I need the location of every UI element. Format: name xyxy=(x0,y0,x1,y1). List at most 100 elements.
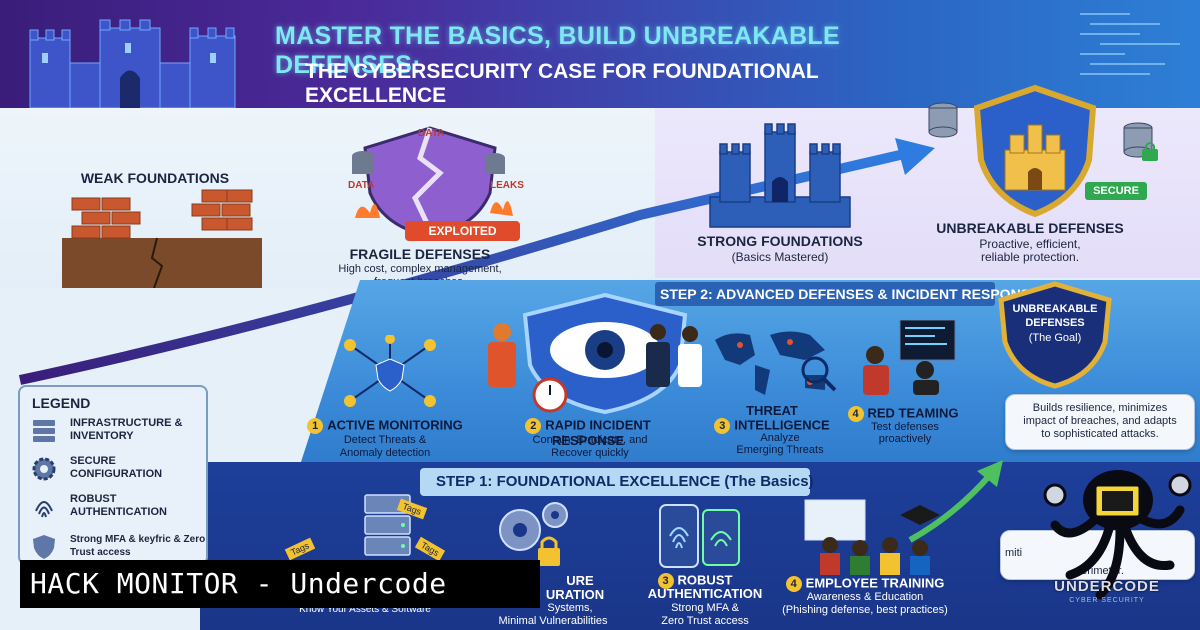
eye-shield-icon xyxy=(522,292,688,415)
unbreakable-defenses-desc: Proactive, efficient, xyxy=(979,237,1081,251)
legend-item-label: INFRASTRUCTURE & INVENTORY xyxy=(70,417,183,442)
step1-item-title: ROBUST xyxy=(677,572,733,588)
step2-item-3-desc: Analyze xyxy=(760,432,800,444)
fingerprint-icon xyxy=(35,501,53,518)
number-badge: 2 xyxy=(525,418,542,434)
step2-item-2-desc: Contain, Eradicate, and xyxy=(532,434,648,446)
code-lines-decoration xyxy=(1080,13,1180,75)
undercode-logo-sub: CYBER SECURITY xyxy=(1069,597,1145,604)
shield-icon xyxy=(33,535,55,559)
step2-item-3-desc: Emerging Threats xyxy=(736,444,824,456)
server-icon xyxy=(33,420,55,442)
goal-shield-icon xyxy=(998,281,1112,389)
goal-callout xyxy=(1005,394,1195,450)
step1-item-4-desc: Awareness & Education xyxy=(806,591,924,603)
step2-item-title: INTELLIGENCE xyxy=(734,417,830,433)
gears-lock-icon xyxy=(499,502,568,566)
strong-foundations-label: STRONG FOUNDATIONS xyxy=(697,233,863,249)
fragile-defenses-label: FRAGILE DEFENSES xyxy=(349,246,491,262)
exploited-badge: EXPLOITED xyxy=(405,221,520,241)
goal-title: DEFENSES xyxy=(1025,317,1085,329)
step1-item-title: EMPLOYEE TRAINING xyxy=(805,575,945,591)
legend-item: ROBUST AUTHENTICATION xyxy=(30,493,205,523)
unbreakable-defenses-desc: reliable protection. xyxy=(980,250,1080,264)
strong-foundations-desc: (Basics Mastered) xyxy=(731,250,829,264)
mitigation-callout-text: miti xyxy=(1005,547,1023,559)
legend-title: LEGEND xyxy=(32,395,91,411)
step1-item-3-desc: Zero Trust access xyxy=(661,615,749,627)
step2-item-title: RED TEAMING xyxy=(867,405,959,421)
number-badge: 3 xyxy=(657,573,674,589)
goal-sub: (The Goal) xyxy=(1028,332,1082,344)
progress-arrow-icon xyxy=(18,138,935,385)
step2-item-1-desc: Anomaly detection xyxy=(339,447,431,459)
leaks-tag: LEAKS xyxy=(490,180,524,191)
legend-item: Strong MFA & keyfric & Zero Trust access xyxy=(30,533,205,563)
step1-item-2-desc: Systems, xyxy=(547,602,593,614)
secure-badge: SECURE xyxy=(1085,182,1147,200)
legend-item-label: Strong MFA & keyfric & Zero Trust access xyxy=(70,534,206,558)
legend-item: INFRASTRUCTURE & INVENTORY xyxy=(30,417,205,447)
lock-icon xyxy=(1142,142,1158,161)
step1-item-2-desc: Minimal Vulnerabilities xyxy=(498,615,608,627)
legend-item: SECURE CONFIGURATION xyxy=(30,455,205,485)
gear-icon xyxy=(32,457,56,481)
step2-item-title: RAPID INCIDENT RESPONSE xyxy=(545,417,651,448)
number-badge: 1 xyxy=(307,418,324,434)
broken-wall-icon xyxy=(62,189,262,288)
data-tag: DATA xyxy=(348,180,375,191)
data-tag: DATA xyxy=(418,128,445,139)
world-map-icon xyxy=(715,331,837,395)
hack-monitor-text: HACK MONITOR - Undercode xyxy=(30,567,447,600)
growth-arrow-icon xyxy=(908,460,1003,543)
step1-item-1-title: Know Your Assets & Software xyxy=(299,604,431,615)
step1-item-3-desc: Strong MFA & xyxy=(671,602,739,614)
undercode-logo-text: UNDERCODE xyxy=(1054,578,1160,595)
weak-foundations-label: WEAK FOUNDATIONS xyxy=(80,170,230,186)
network-monitoring-icon xyxy=(344,335,436,407)
golden-shield-castle-icon xyxy=(973,84,1097,218)
page-subtitle: THE CYBERSECURITY CASE FOR FOUNDATIONAL … xyxy=(305,60,819,107)
step2-item-4-desc: proactively xyxy=(878,433,932,445)
step2-item-4-desc: Test defenses xyxy=(871,421,939,433)
analysts-icon xyxy=(646,324,702,387)
step1-item-2-title: URE xyxy=(566,573,594,588)
legend-item-label: SECURE CONFIGURATION xyxy=(70,455,163,480)
page-title: MASTER THE BASICS, BUILD UNBREAKABLE DEF… xyxy=(275,22,840,79)
octopus-hacker-icon xyxy=(1043,470,1192,600)
header-banner xyxy=(0,0,1200,108)
step1-title: STEP 1: FOUNDATIONAL EXCELLENCE (The Bas… xyxy=(436,473,814,490)
step1-item-2-title2: URATION xyxy=(545,587,605,602)
number-badge: 4 xyxy=(785,576,802,592)
step2-item-3-title: THREAT xyxy=(746,403,798,418)
step1-title-bar xyxy=(420,468,810,496)
responder-icon xyxy=(488,323,516,387)
unbreakable-defenses-label: UNBREAKABLE DEFENSES xyxy=(936,220,1124,236)
fortress-icon xyxy=(709,123,851,228)
step2-item-1-desc: Detect Threats & xyxy=(343,434,427,446)
step1-item-4-desc: (Phishing defense, best practices) xyxy=(782,604,948,616)
database-icon xyxy=(928,102,958,138)
number-badge: 3 xyxy=(714,418,731,434)
step2-item-2-desc: Recover quickly xyxy=(551,447,629,459)
goal-callout-text: Builds resilience, minimizes xyxy=(1032,402,1168,414)
step2-item-title: ACTIVE MONITORING xyxy=(327,417,463,433)
legend-box: LEGEND INFRASTRUCTURE & INVENTORY SECURE… xyxy=(18,385,208,565)
step2-title-bar xyxy=(655,282,995,306)
step2-title: STEP 2: ADVANCED DEFENSES & INCIDENT RES… xyxy=(660,286,1040,302)
fingerprint-phone-icon xyxy=(659,504,740,568)
fragile-defenses-desc: High cost, complex management, xyxy=(338,263,502,275)
number-badge: 4 xyxy=(847,406,864,422)
step1-item-3-title2: AUTHENTICATION xyxy=(647,586,763,601)
training-group-icon xyxy=(804,499,940,575)
castle-icon xyxy=(29,19,236,108)
legend-item-label: ROBUST AUTHENTICATION xyxy=(70,493,167,518)
goal-callout-text: to sophisticated attacks. xyxy=(1041,428,1159,440)
hack-monitor-banner xyxy=(20,560,540,608)
goal-callout-text: impact of breaches, and adapts xyxy=(1023,415,1177,427)
